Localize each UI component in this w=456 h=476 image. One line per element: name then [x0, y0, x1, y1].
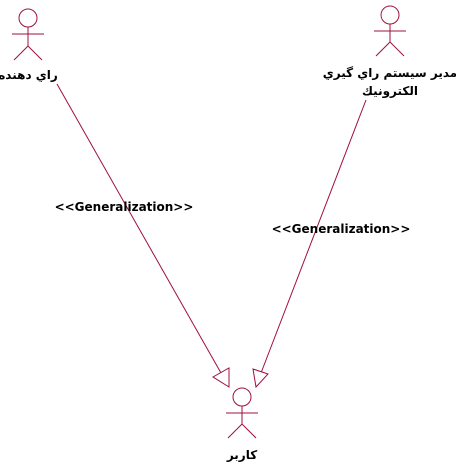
generalization-stereotype-label: <<Generalization>>	[272, 222, 411, 236]
actor-admin-figure	[374, 5, 406, 57]
actor-voter[interactable]: راي دهنده	[0, 8, 58, 82]
generalization-arrowhead	[212, 367, 230, 388]
generalization-admin-to-user[interactable]: <<Generalization>>	[252, 99, 411, 389]
generalization-voter-to-user[interactable]: <<Generalization>>	[55, 83, 230, 388]
actor-voter-figure	[12, 8, 44, 61]
actor-user-name: كاربر	[226, 448, 257, 462]
generalization-stereotype-label: <<Generalization>>	[55, 200, 194, 214]
actor-admin-name-line2: الكترونيك	[362, 84, 418, 99]
actor-admin[interactable]: مدير سيستم راي گيري الكترونيك	[323, 5, 456, 99]
generalization-line	[56, 83, 222, 374]
generalization-arrowhead	[252, 368, 269, 389]
actor-user-figure	[226, 387, 258, 439]
actor-admin-name-line1: مدير سيستم راي گيري	[323, 66, 456, 80]
generalization-line	[260, 99, 367, 374]
actor-voter-name: راي دهنده	[0, 68, 58, 82]
actor-user[interactable]: كاربر	[226, 387, 258, 462]
